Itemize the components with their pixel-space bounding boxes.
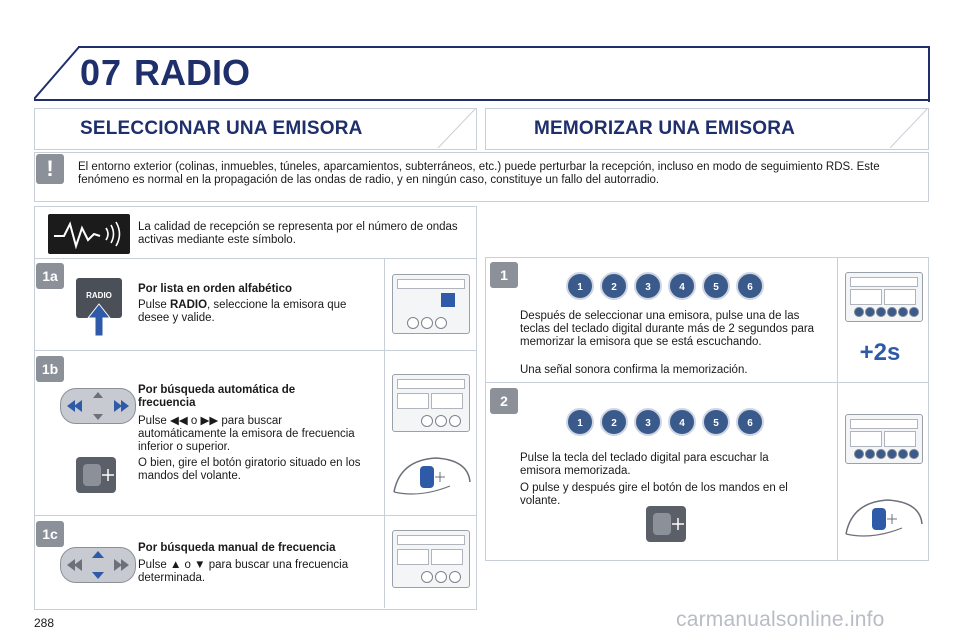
- warning-icon: !: [36, 154, 64, 184]
- step-1b-text: Pulse ◀◀ o ▶▶ para buscar automáticament…: [138, 415, 355, 453]
- section-title-memorize: MEMORIZAR UNA EMISORA: [534, 118, 796, 139]
- header-frame: [78, 46, 930, 102]
- preset-key-2: 2: [600, 408, 628, 436]
- step-1-text2: Una señal sonora confirma la memorizació…: [520, 364, 748, 376]
- preset-key-4: 4: [668, 408, 696, 436]
- divider-1a-vertical: [384, 258, 385, 608]
- preset-key-1: 1: [566, 408, 594, 436]
- reception-text: La calidad de recepción se representa po…: [138, 221, 458, 246]
- divider-1b: [34, 350, 477, 351]
- section-heading-left: [34, 108, 477, 150]
- radio-unit-illustration-1c: [392, 530, 470, 588]
- tune-down-icon: ▼: [194, 559, 206, 571]
- seek-back-icon: ◀◀: [169, 415, 188, 427]
- steering-wheel-illustration-1b: [393, 457, 471, 495]
- step-badge-2: 2: [490, 388, 518, 414]
- step-2-text: Pulse la tecla del teclado digital para …: [520, 452, 769, 477]
- step-1-text: Después de seleccionar una emisora, puls…: [520, 310, 815, 348]
- steering-wheel-illustration-2: [845, 499, 923, 537]
- warning-box: [34, 152, 929, 202]
- page-number: 288: [34, 616, 55, 630]
- preset-key-1: 1: [566, 272, 594, 300]
- signal-quality-icon: [48, 214, 130, 254]
- preset-key-5: 5: [702, 272, 730, 300]
- tune-up-icon: ▲: [169, 559, 182, 571]
- header-diagonal: [34, 46, 80, 100]
- steering-control-icon: [76, 457, 116, 493]
- step-1c-heading: Por búsqueda manual de frecuencia: [138, 542, 336, 554]
- warning-text: El entorno exterior (colinas, inmuebles,…: [78, 161, 880, 186]
- radio-unit-illustration-1b: [392, 374, 470, 432]
- preset-key-5: 5: [702, 408, 730, 436]
- divider-right-vertical: [837, 257, 838, 561]
- preset-key-4: 4: [668, 272, 696, 300]
- step-1b-heading: Por búsqueda automática de frecuencia: [138, 384, 296, 409]
- section-heading-right-slash: [889, 108, 929, 148]
- step-1a-text: Pulse RADIO, seleccione la emisora que d…: [138, 299, 347, 324]
- press-arrow-icon: [86, 303, 112, 337]
- radio-unit-illustration-1a: [392, 274, 470, 334]
- step-1b-text2: O bien, gire el botón giratorio situado …: [138, 457, 361, 482]
- step-badge-1a: 1a: [36, 263, 64, 289]
- steering-control-icon-2: [646, 506, 686, 542]
- divider-right-steps: [485, 382, 929, 383]
- step-badge-1b: 1b: [36, 356, 64, 382]
- divider-1c: [34, 515, 477, 516]
- preset-key-3: 3: [634, 272, 662, 300]
- radio-unit-illustration-1: [845, 272, 923, 322]
- tune-button-illustration: [60, 547, 136, 583]
- seek-forward-icon: ▶▶: [200, 415, 219, 427]
- step-1c-text: Pulse ▲ o ▼ para buscar una frecuencia d…: [138, 559, 349, 584]
- header-underline: [34, 99, 928, 101]
- step-badge-1: 1: [490, 262, 518, 288]
- preset-key-6: 6: [736, 272, 764, 300]
- page-title: RADIO: [134, 52, 250, 93]
- preset-key-3: 3: [634, 408, 662, 436]
- section-heading-left-slash: [437, 108, 477, 148]
- section-title-select: SELECCIONAR UNA EMISORA: [80, 118, 363, 139]
- divider-1a: [34, 258, 477, 259]
- step-1a-heading: Por lista en orden alfabético: [138, 283, 293, 295]
- preset-key-6: 6: [736, 408, 764, 436]
- hold-2s-icon: +2s: [859, 339, 901, 366]
- step-badge-1c: 1c: [36, 521, 64, 547]
- step-2-text2: O pulse y después gire el botón de los m…: [520, 482, 788, 507]
- radio-button-label: RADIO: [86, 291, 112, 300]
- radio-unit-illustration-2: [845, 414, 923, 464]
- seek-button-illustration: [60, 388, 136, 424]
- chapter-number: 07: [80, 52, 123, 93]
- preset-key-2: 2: [600, 272, 628, 300]
- watermark: carmanualsonline.info: [676, 608, 885, 631]
- section-heading-right: [485, 108, 929, 150]
